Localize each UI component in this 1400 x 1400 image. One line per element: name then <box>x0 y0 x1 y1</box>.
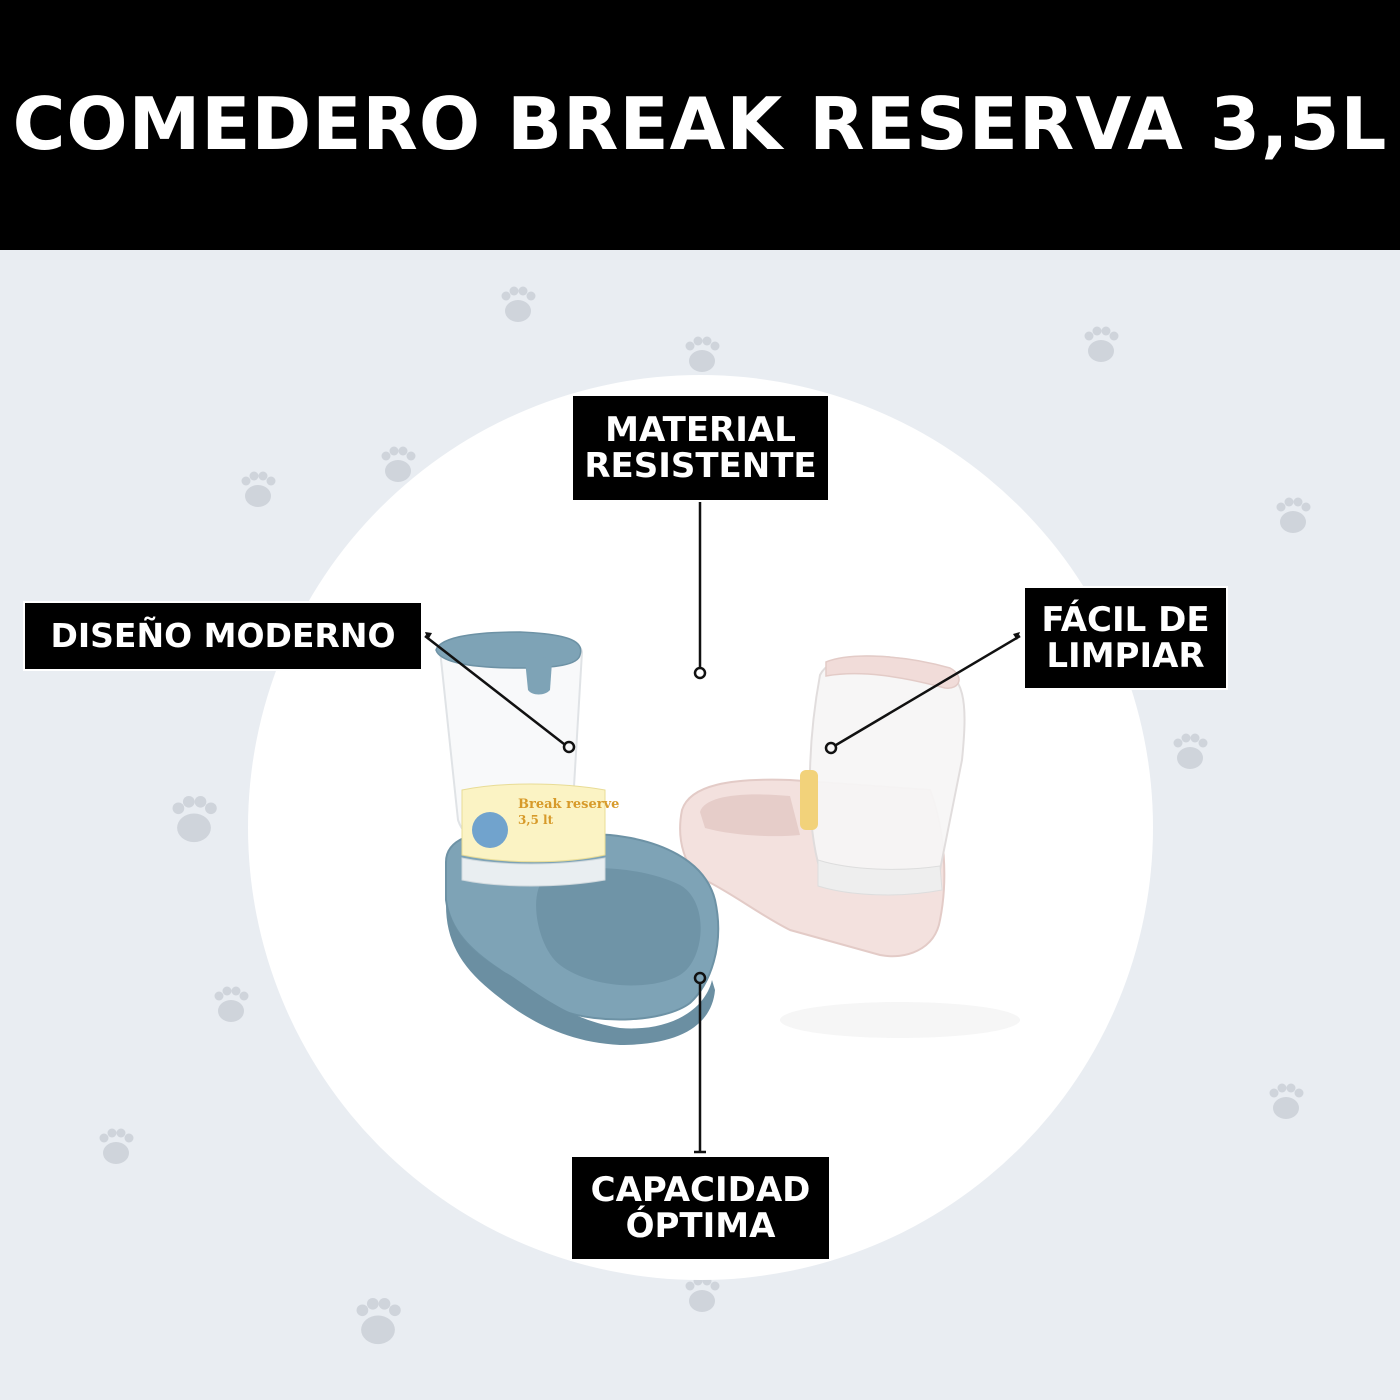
callout-facil-line1: FÁCIL DE <box>1041 599 1210 640</box>
arrow-head-diseno <box>425 632 432 640</box>
title-banner: COMEDERO BREAK RESERVA 3,5L <box>0 0 1400 250</box>
callout-material-line1: MATERIAL <box>605 409 796 450</box>
callout-material-line2: RESISTENTE <box>584 446 817 486</box>
arrow-head-facil <box>1013 632 1020 640</box>
callout-capacidad-line1: CAPACIDAD <box>590 1169 811 1210</box>
leader-dot-capacidad <box>693 971 707 985</box>
blue-feeder: Break reserve 3,5 lt <box>435 631 720 1045</box>
callout-facil-line2: LIMPIAR <box>1046 636 1205 676</box>
callout-diseno-text: DISEÑO MODERNO <box>50 615 396 655</box>
callout-capacidad-optima: CAPACIDAD ÓPTIMA <box>572 1157 829 1259</box>
callout-diseno-moderno: DISEÑO MODERNO <box>25 603 421 669</box>
callout-capacidad-line2: ÓPTIMA <box>625 1206 776 1246</box>
leader-dot-diseno <box>562 740 576 754</box>
page-title: COMEDERO BREAK RESERVA 3,5L <box>12 82 1388 166</box>
leader-line-diseno <box>424 635 565 745</box>
leader-dot-material <box>693 666 707 680</box>
sticker-text-2: 3,5 lt <box>518 813 554 827</box>
callout-material-resistente: MATERIAL RESISTENTE <box>573 396 828 500</box>
sticker-text-1: Break reserve <box>518 797 619 812</box>
leader-line-facil <box>835 634 1021 747</box>
leader-dot-facil <box>824 741 838 755</box>
pink-feeder <box>679 655 966 958</box>
callout-facil-de-limpiar: FÁCIL DE LIMPIAR <box>1025 588 1226 688</box>
